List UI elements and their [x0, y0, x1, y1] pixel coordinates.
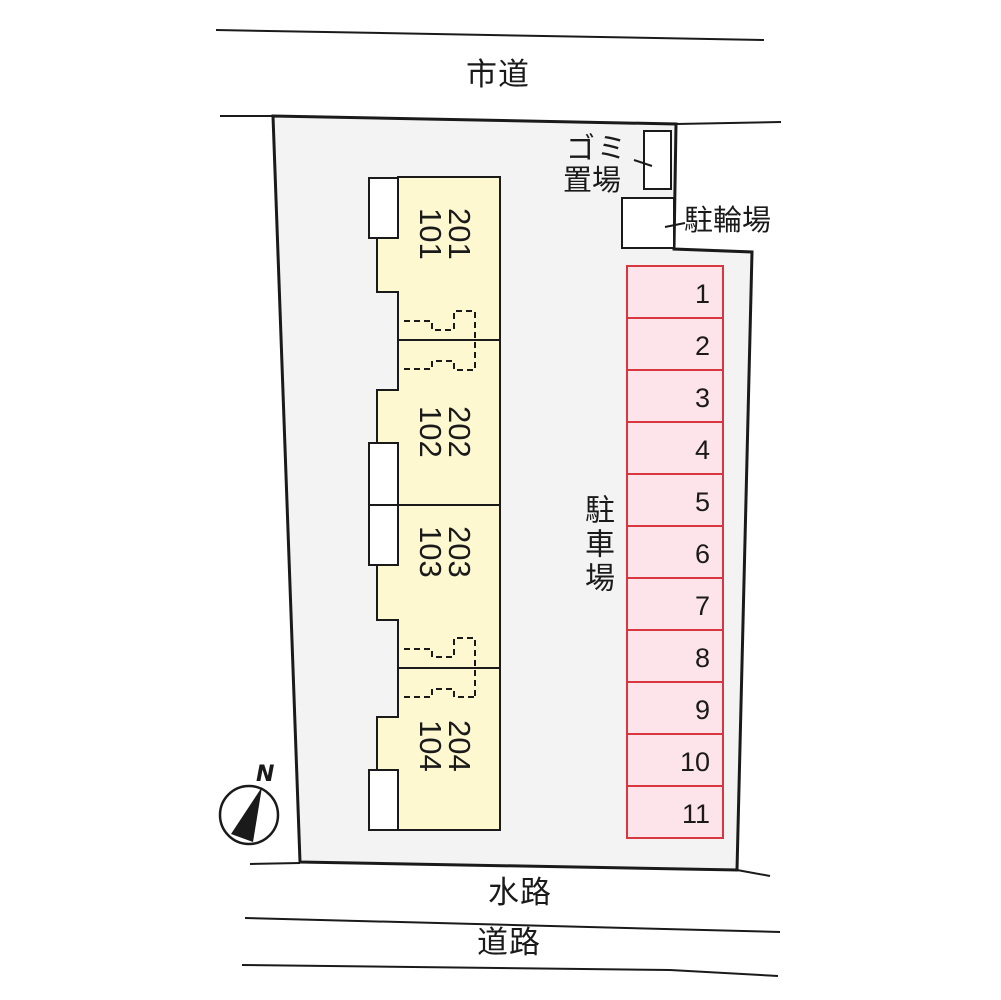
bicycle-parking-box	[621, 197, 675, 249]
entrance-box-unit-2	[368, 442, 399, 506]
parking-lot-label: 駐車場	[579, 494, 614, 596]
waterway-top-edge-left	[249, 862, 301, 865]
entrance-box-unit-3	[368, 504, 399, 566]
waterway-bottom-edge	[244, 917, 781, 933]
unit-1-upper-room: 201	[442, 208, 477, 260]
parking-space-number-5: 5	[694, 487, 710, 517]
parking-space-10[interactable]	[626, 733, 724, 787]
parking-space-number-7: 7	[694, 591, 710, 621]
parking-space-11[interactable]	[626, 785, 724, 839]
waterway-top-edge-right	[736, 869, 771, 877]
entrance-box-unit-1	[368, 177, 399, 239]
road-bottom-edge	[241, 964, 779, 977]
north-road-bottom-edge-right	[675, 121, 782, 125]
dashed-outline-lower	[404, 637, 476, 698]
compass-n-label: N	[256, 762, 275, 787]
unit-2-room-numbers: 202 102	[413, 406, 477, 492]
unit-4-room-numbers: 204 104	[413, 720, 477, 806]
garbage-leader-line	[633, 159, 653, 167]
unit-1-room-numbers: 201 101	[413, 208, 477, 294]
parking-space-6[interactable]	[626, 525, 724, 579]
dashed-outline-upper	[404, 310, 476, 371]
parking-space-7[interactable]	[626, 577, 724, 631]
parking-space-number-2: 2	[694, 331, 710, 361]
unit-1-lower-room: 101	[413, 208, 448, 260]
north-road-label: 市道	[466, 57, 530, 93]
parking-space-number-11: 11	[681, 799, 710, 829]
entrance-box-unit-4	[368, 769, 399, 831]
unit-3-room-numbers: 203 103	[413, 526, 477, 612]
unit-3-upper-room: 203	[442, 526, 477, 578]
parking-space-8[interactable]	[626, 629, 724, 683]
unit-4-upper-room: 204	[442, 720, 477, 772]
bicycle-leader-line	[664, 222, 686, 228]
parking-space-number-8: 8	[694, 643, 710, 673]
parking-space-number-10: 10	[679, 747, 710, 777]
garbage-area-label-line1: ゴミ	[566, 131, 629, 165]
unit-2-lower-room: 102	[413, 406, 448, 458]
unit-4-lower-room: 104	[413, 720, 448, 772]
unit-3-lower-room: 103	[413, 526, 448, 578]
garbage-area-box	[643, 130, 672, 190]
bicycle-parking-label: 駐輪場	[684, 203, 772, 237]
parking-space-number-4: 4	[694, 435, 710, 465]
waterway-label: 水路	[488, 875, 552, 911]
north-road-top-edge	[215, 29, 765, 41]
parking-space-number-6: 6	[694, 539, 710, 569]
parking-space-number-1: 1	[694, 279, 710, 309]
parking-spaces	[626, 265, 724, 839]
garbage-area-label-line2: 置場	[563, 163, 622, 197]
parking-space-number-3: 3	[694, 383, 710, 413]
parking-space-number-9: 9	[694, 695, 710, 725]
compass-north-icon	[218, 784, 280, 846]
unit-2-upper-room: 202	[442, 406, 477, 458]
south-road-label: 道路	[477, 925, 541, 961]
